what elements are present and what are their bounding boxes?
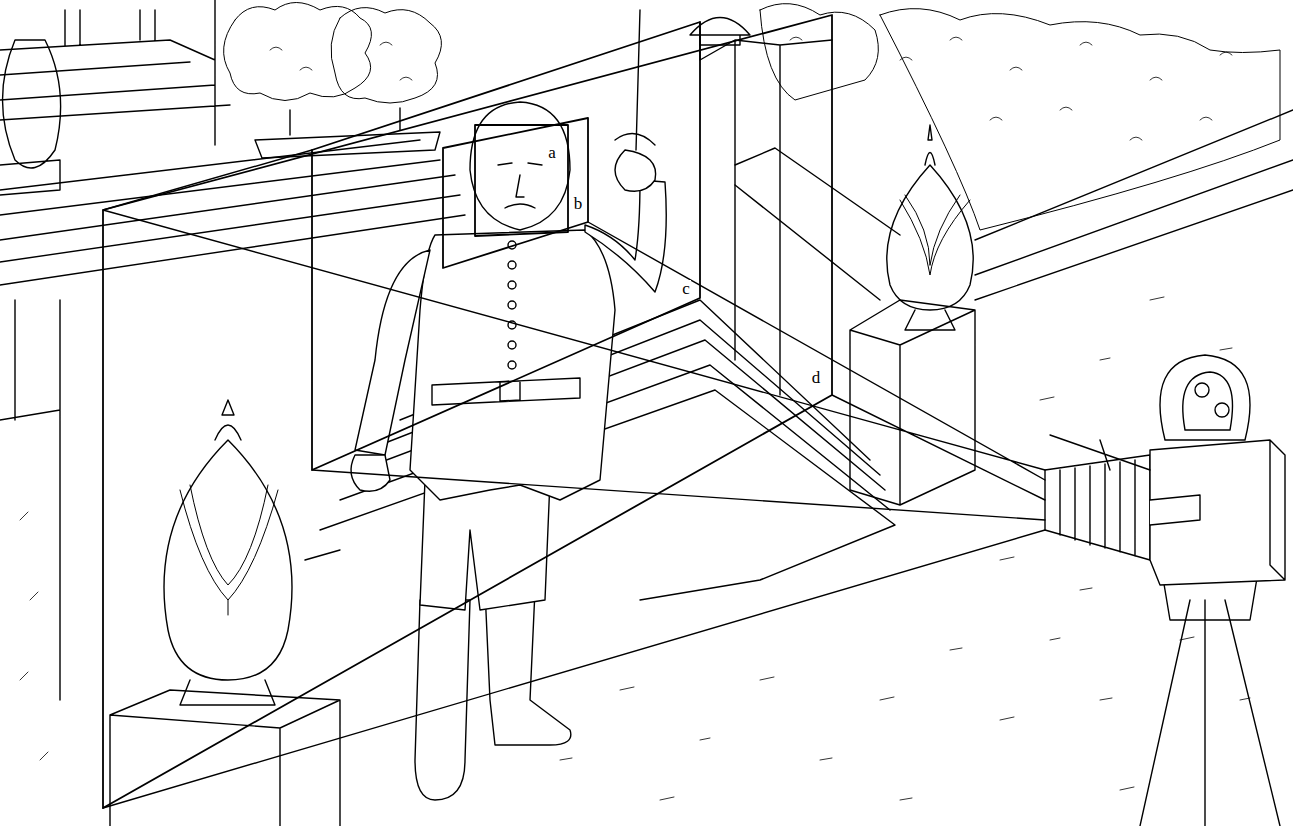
film-magazine (1160, 355, 1250, 440)
coat (410, 230, 615, 500)
hedge-texture (270, 37, 1232, 140)
callout-letter: a (547, 144, 557, 161)
arm-raised (585, 180, 666, 292)
urn (887, 125, 973, 330)
frame-d (103, 15, 832, 808)
gate-pier (700, 22, 832, 395)
tripod (1140, 560, 1280, 826)
hedge-edge (975, 110, 1293, 300)
pedestal (110, 690, 340, 826)
head (470, 102, 570, 230)
face (498, 163, 542, 208)
sword-hand (615, 150, 656, 191)
callout-letter: d (811, 369, 822, 386)
boot-right (485, 590, 571, 745)
boot-left (415, 600, 470, 800)
sightlines (103, 150, 1045, 808)
ground-texture (20, 297, 1250, 800)
sword (615, 10, 655, 150)
urn-garland (180, 485, 278, 615)
callout-letter: b (573, 195, 584, 212)
pedestal (850, 300, 975, 505)
callout-letter: c (681, 280, 691, 297)
frame-b (443, 118, 588, 268)
urn-garland (900, 195, 970, 275)
building-steps (0, 0, 230, 145)
balustrade-urn-left (0, 40, 61, 195)
planter (255, 108, 440, 158)
frame-a (475, 125, 568, 236)
urn (164, 400, 292, 705)
terrace-wall (0, 140, 465, 700)
arm-left (355, 250, 430, 455)
buttons (508, 241, 516, 369)
lens-bellows (1045, 455, 1150, 560)
film-camera (1045, 355, 1285, 826)
frame-c (312, 22, 700, 470)
actor-figure (351, 10, 666, 800)
frame-lines (103, 15, 1045, 808)
gate-wall (735, 148, 900, 300)
viewfinder (1050, 435, 1200, 525)
belt (432, 378, 580, 405)
